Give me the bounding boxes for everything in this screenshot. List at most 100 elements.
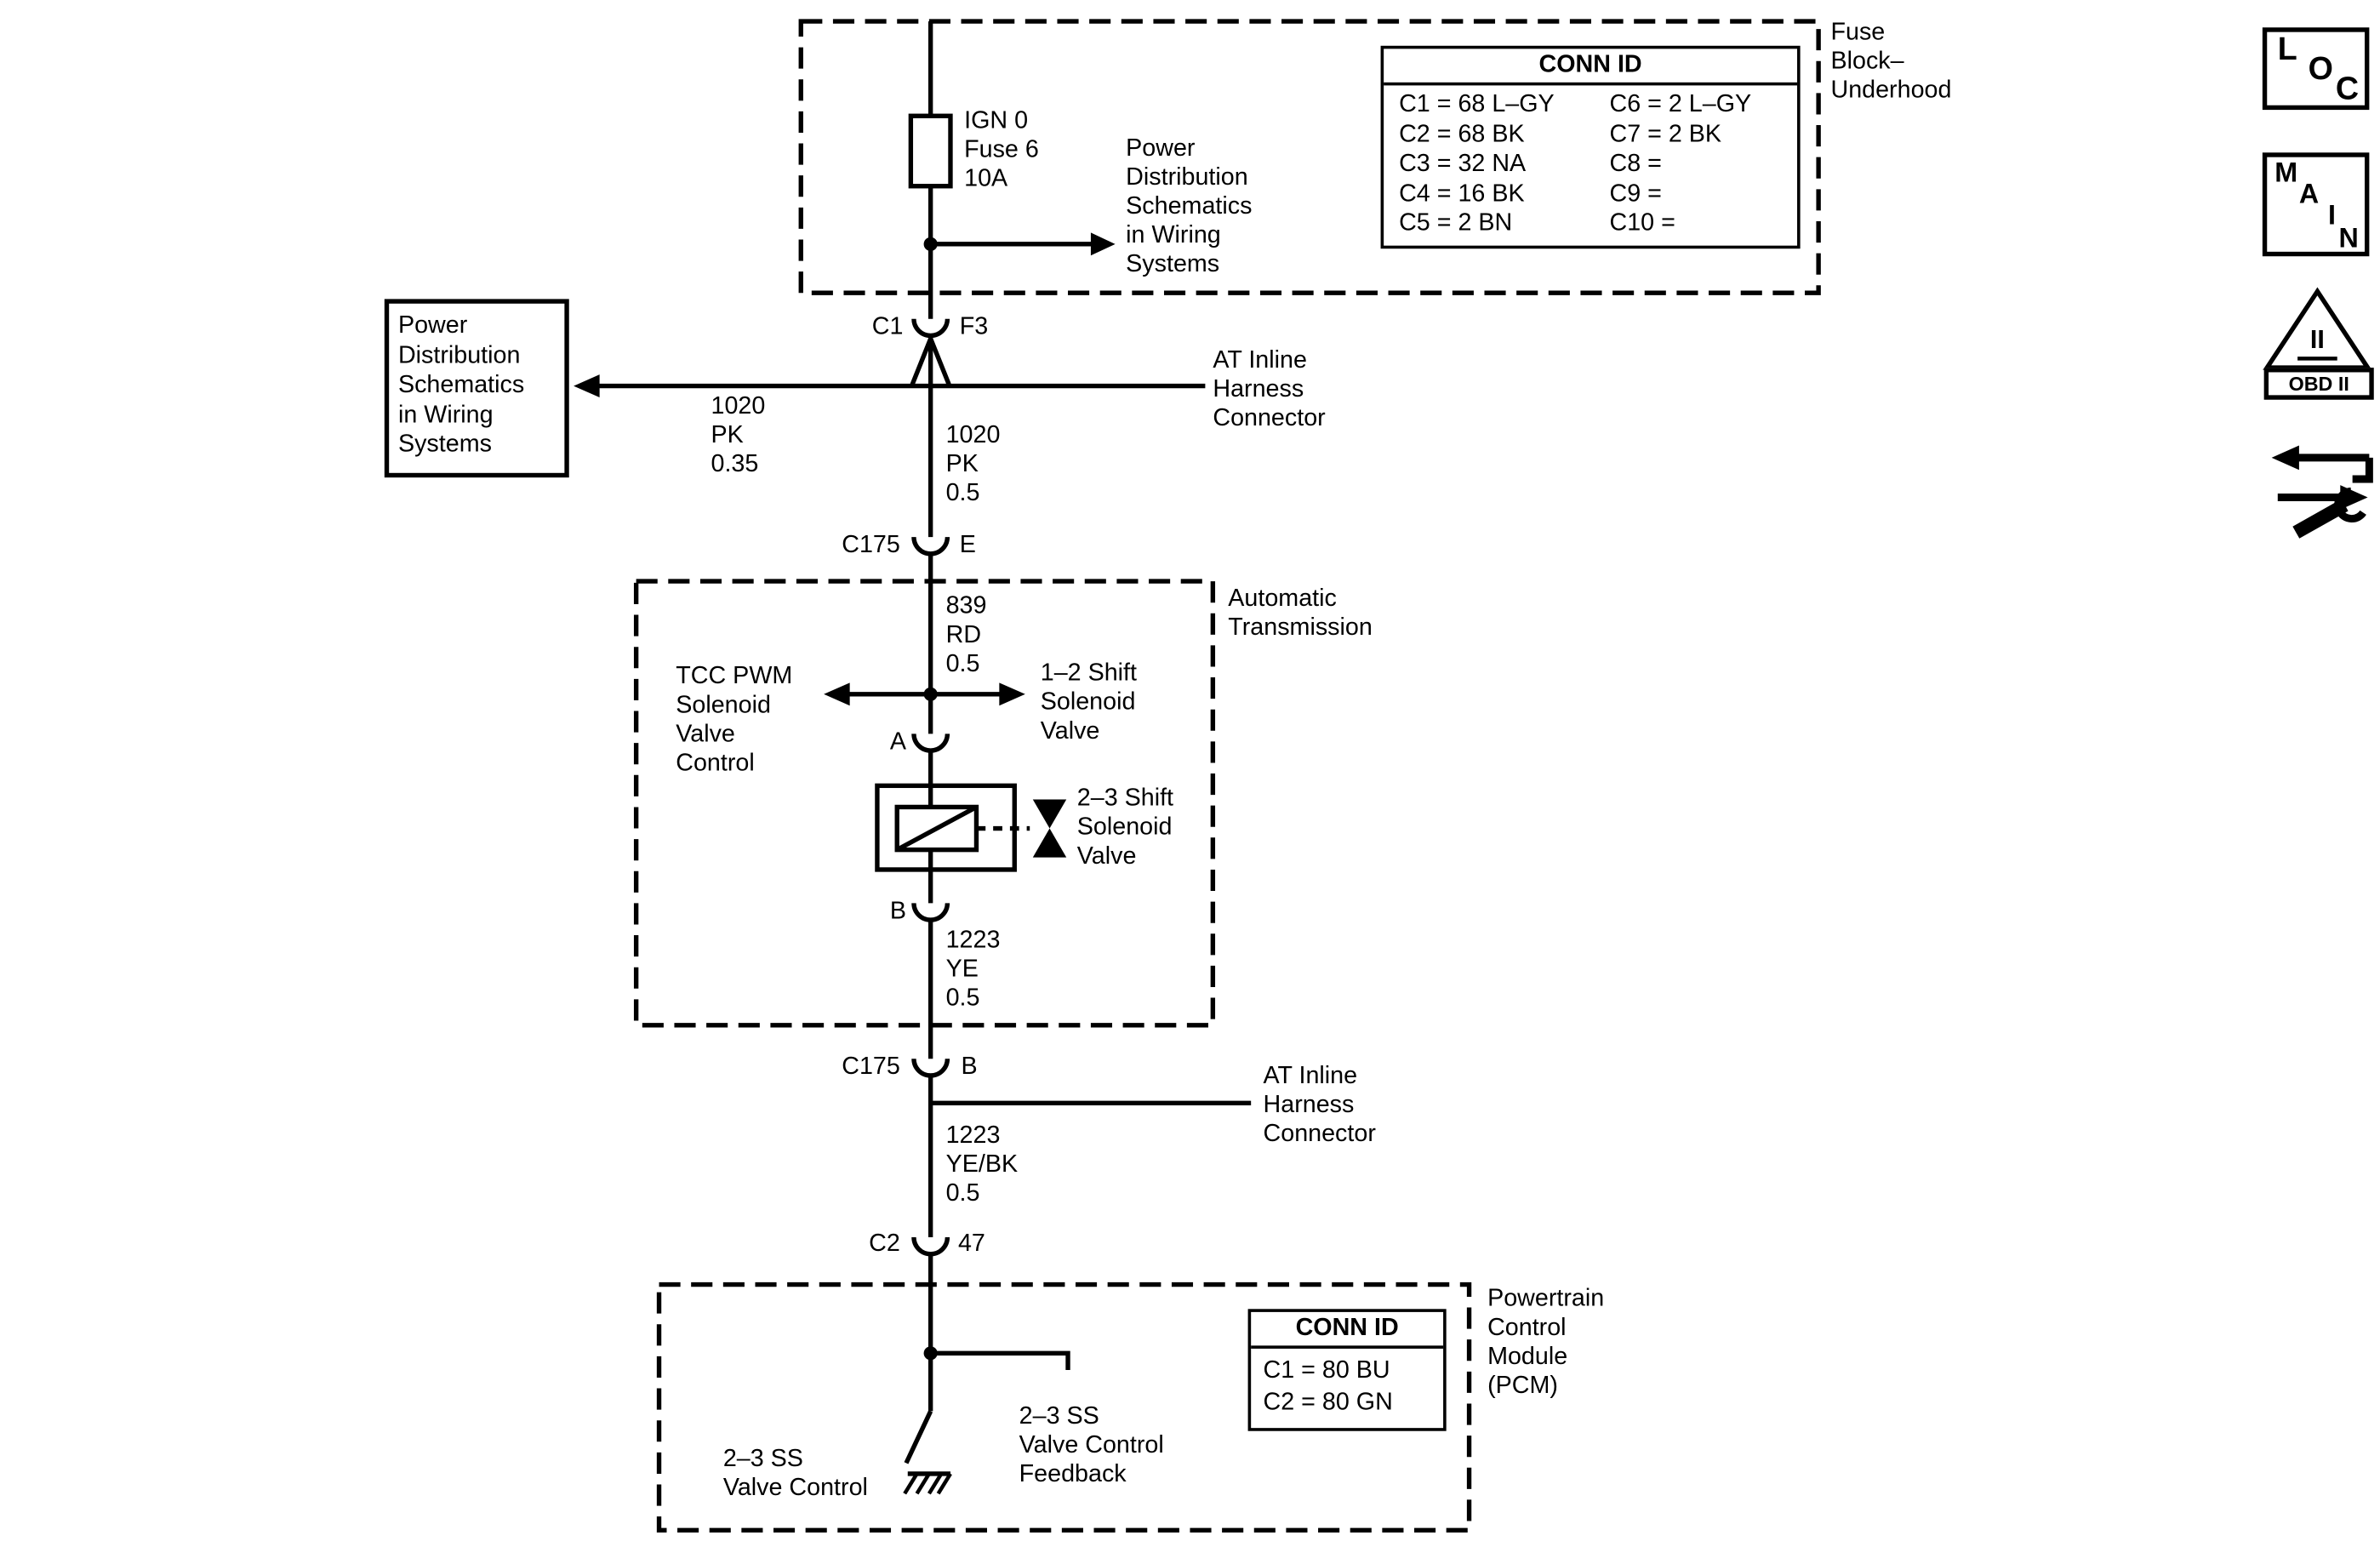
text-line: Harness	[1263, 1092, 1355, 1119]
conn-id-entry: C4 = 16 BK	[1399, 180, 1525, 207]
text-line: Systems	[1126, 251, 1220, 278]
pcm-outline	[656, 1281, 1472, 1533]
loc-icon[interactable]: L O C	[2262, 27, 2370, 111]
text-line: 1020	[711, 393, 766, 420]
arrowhead-left-icon	[574, 374, 600, 398]
text-line: Solenoid	[676, 692, 771, 719]
text-line: Solenoid	[1076, 814, 1173, 841]
conn-id-table-fuse-block: CONN ID C1 = 68 L–GY C2 = 68 BK C3 = 32 …	[1380, 45, 1801, 248]
text-line: 1020	[945, 422, 1001, 449]
text-line: Power	[1126, 135, 1196, 163]
fuse-block-title: Fuse Block– Underhood	[1830, 19, 1951, 106]
connector-label-f3: F3	[959, 314, 989, 340]
text-line: Schematics	[1126, 193, 1253, 220]
text-line: Valve Control	[722, 1475, 868, 1502]
text-line: Solenoid	[1040, 689, 1136, 716]
main-letter: I	[2327, 199, 2336, 231]
text-line: Valve	[676, 722, 735, 748]
main-letter: A	[2298, 178, 2320, 209]
circuit-lines	[574, 19, 1821, 1533]
connector-label-c175-bottom: C175	[842, 1053, 900, 1081]
text-line: 0.5	[945, 1180, 980, 1207]
text-line: TCC PWM	[676, 663, 793, 690]
conn-id-entry: C5 = 2 BN	[1399, 210, 1513, 237]
text-line: Valve	[1076, 843, 1137, 870]
main-letter: N	[2338, 222, 2359, 254]
wire-label-839: 839 RD 0.5	[946, 592, 987, 679]
obd-ii-label[interactable]: OBD II	[2263, 368, 2374, 400]
connector-label-c2: C2	[869, 1230, 900, 1258]
conn-id-col-1: C1 = 68 L–GY C2 = 68 BK C3 = 32 NA C4 = …	[1399, 90, 1609, 239]
arrowhead-right-icon	[999, 682, 1025, 706]
connector-pin-47: 47	[957, 1230, 985, 1258]
text-line: Power	[397, 312, 468, 340]
conn-id-entry: C2 = 68 BK	[1399, 121, 1525, 148]
pcm-title: Powertrain Control Module (PCM)	[1487, 1285, 1604, 1401]
text-line: Control	[1487, 1315, 1567, 1341]
conn-id-entry: C7 = 2 BK	[1609, 121, 1722, 148]
arrowhead-right-icon	[1090, 232, 1116, 256]
text-line: 1223	[945, 928, 1001, 954]
switch-blade	[904, 1410, 933, 1464]
wire-label-1223-yebk: 1223 YE/BK 0.5	[946, 1122, 1019, 1208]
connector-label-c175-top: C175	[842, 532, 900, 559]
text-line: YE/BK	[945, 1151, 1019, 1179]
conn-id-header: CONN ID	[1384, 49, 1798, 86]
obd-ii-roman-numeral: II	[2309, 324, 2325, 354]
text-line: AT Inline	[1213, 347, 1307, 374]
junction-dot	[923, 1346, 938, 1361]
main-letter: M	[2274, 157, 2298, 188]
text-line: (PCM)	[1487, 1373, 1558, 1400]
shift-2-3-label: 2–3 Shift Solenoid Valve	[1077, 785, 1173, 871]
transmission-title: Automatic Transmission	[1228, 585, 1373, 642]
main-icon[interactable]: M A I N	[2262, 152, 2370, 257]
tcc-pwm-label: TCC PWM Solenoid Valve Control	[676, 662, 792, 778]
loc-letter: L	[2277, 31, 2297, 67]
text-line: Harness	[1213, 376, 1304, 403]
text-line: 2–3 SS	[1019, 1403, 1099, 1430]
text-line: RD	[945, 622, 982, 648]
text-line: Automatic	[1228, 585, 1337, 612]
solenoid-slash	[895, 805, 978, 853]
text-line: in Wiring	[397, 402, 494, 428]
at-inline-label-top: AT Inline Harness Connector	[1213, 346, 1325, 433]
text-line: in Wiring	[1126, 222, 1221, 249]
connector-pin-b: B	[961, 1053, 978, 1081]
connector-arc-pin-a	[911, 733, 950, 753]
connector-arc-c175-e	[911, 536, 950, 557]
connector-pin-e: E	[959, 532, 976, 559]
conn-id-header: CONN ID	[1251, 1312, 1444, 1349]
arrowhead-left-icon	[824, 682, 850, 706]
feedback-leader	[930, 1350, 1070, 1371]
text-line: Distribution	[397, 342, 521, 368]
text-line: 1223	[945, 1122, 1001, 1150]
text-line: 0.5	[945, 480, 980, 507]
text-line: Control	[676, 751, 755, 777]
shift-1-2-label: 1–2 Shift Solenoid Valve	[1041, 659, 1137, 746]
loc-letter: C	[2335, 71, 2360, 107]
text-line: 0.35	[711, 451, 759, 478]
text-line: Underhood	[1830, 77, 1952, 104]
text-line: Fuse 6	[964, 137, 1039, 163]
fuse-symbol	[908, 113, 953, 189]
wire-label-1020-main: 1020 PK 0.5	[946, 421, 1001, 508]
text-line: 839	[945, 593, 987, 619]
valve-icon	[1032, 828, 1067, 858]
text-line: Systems	[397, 431, 492, 458]
branch-split	[910, 338, 951, 385]
conn-id-body: C1 = 68 L–GY C2 = 68 BK C3 = 32 NA C4 = …	[1384, 85, 1797, 244]
text-line: Connector	[1263, 1121, 1376, 1148]
transmission-outline	[633, 579, 1216, 1028]
conn-id-entry: C2 = 80 GN	[1263, 1390, 1393, 1416]
text-line: Powertrain	[1487, 1286, 1605, 1312]
connector-arc-c2-47	[911, 1236, 950, 1257]
text-line: YE	[945, 956, 979, 983]
obd-ii-triangle-icon[interactable]	[2263, 287, 2372, 370]
text-line: Schematics	[397, 372, 525, 398]
text-line: Connector	[1213, 405, 1326, 432]
junction-dot	[923, 687, 938, 701]
fuse-label: IGN 0 Fuse 6 10A	[964, 107, 1039, 194]
diagnostic-icon[interactable]	[2271, 445, 2373, 539]
